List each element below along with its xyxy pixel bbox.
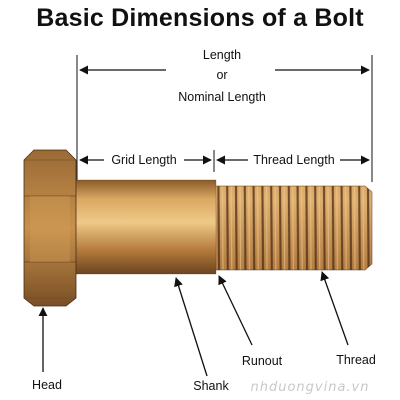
watermark: nhduongvina.vn xyxy=(251,380,370,395)
diagram-title: Basic Dimensions of a Bolt xyxy=(36,4,364,32)
bolt-shank xyxy=(73,179,217,275)
grid-length-label: Grid Length xyxy=(111,153,176,167)
shank-label: Shank xyxy=(193,379,229,393)
thread-length-label: Thread Length xyxy=(253,153,334,167)
length-label-line2: or xyxy=(216,68,227,82)
runout-label: Runout xyxy=(242,354,283,368)
length-label-line3: Nominal Length xyxy=(178,90,266,104)
bolt-head xyxy=(23,149,77,307)
length-label-line1: Length xyxy=(203,48,241,62)
shank-leader xyxy=(174,277,208,377)
head-label: Head xyxy=(32,378,62,392)
thread-label: Thread xyxy=(336,353,376,367)
bolt-thread xyxy=(212,185,373,271)
runout-leader xyxy=(218,275,253,346)
thread-leader xyxy=(320,271,349,346)
